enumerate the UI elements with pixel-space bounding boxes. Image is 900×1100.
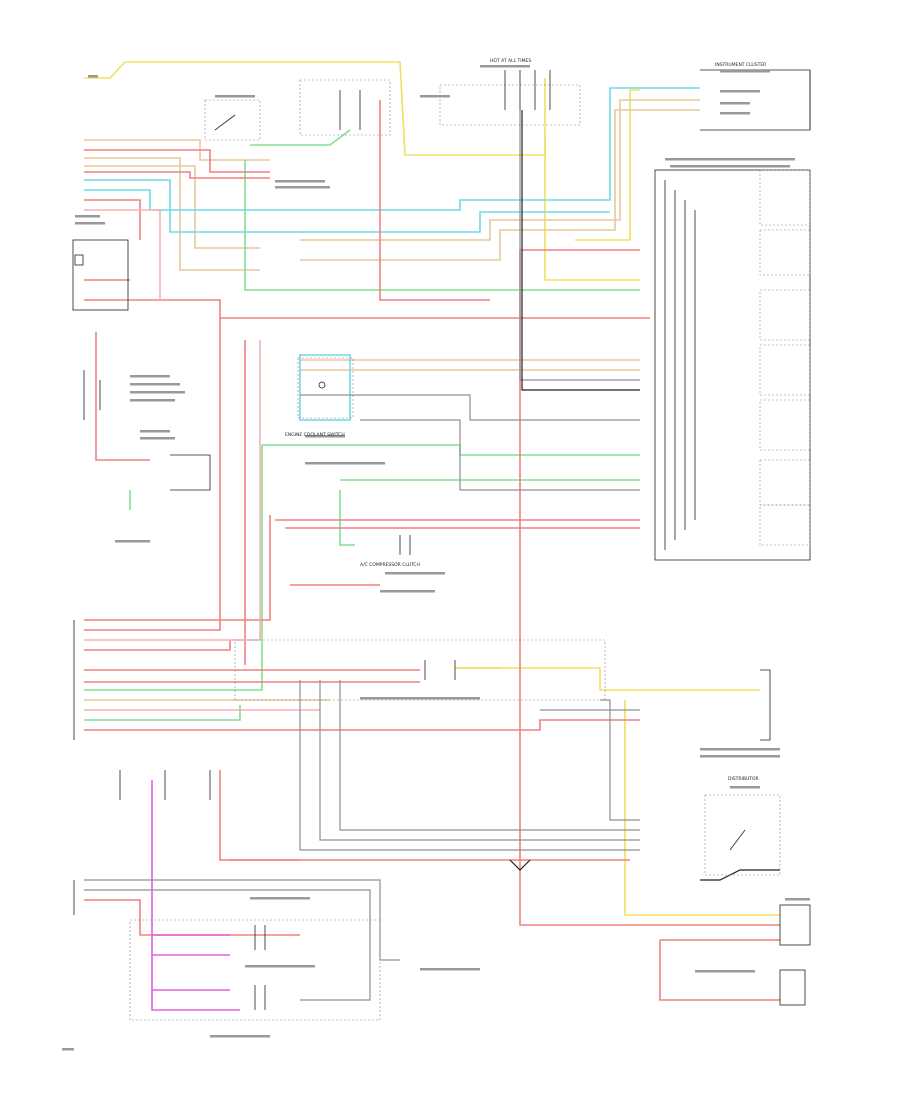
ac-compressor-clutch-label: A/C COMPRESSOR CLUTCH bbox=[360, 562, 420, 568]
black-wires bbox=[509, 110, 780, 881]
magenta-wires bbox=[151, 780, 240, 1011]
red-wires bbox=[84, 100, 780, 1001]
green-wires bbox=[84, 129, 640, 721]
text-marks bbox=[62, 65, 810, 1051]
light-blue-wires bbox=[84, 87, 700, 421]
engine-coolant-switch-label: ENGINE COOLANT SWITCH bbox=[285, 432, 345, 438]
yellow-wires bbox=[84, 61, 780, 916]
instrument-cluster-label: INSTRUMENT CLUSTER bbox=[715, 62, 766, 68]
hot-at-all-times-label: HOT AT ALL TIMES bbox=[490, 58, 531, 64]
gray-wires bbox=[84, 110, 640, 1001]
tan-wires bbox=[84, 99, 700, 701]
distributor-label: DISTRIBUTOR bbox=[728, 776, 759, 782]
components bbox=[72, 69, 811, 1021]
